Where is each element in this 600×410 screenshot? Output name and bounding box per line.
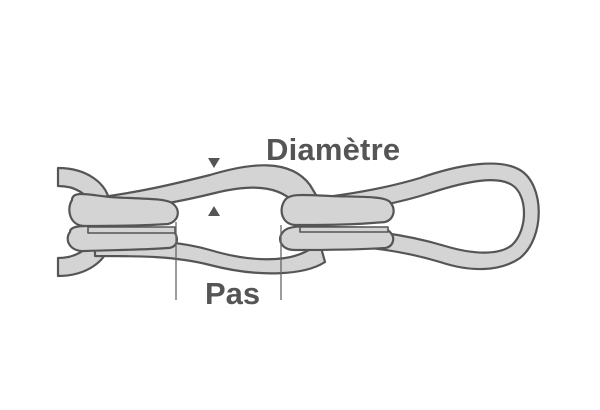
diameter-arrow-down-icon — [208, 158, 220, 168]
right-loop-top — [280, 193, 395, 227]
left-loop-inner — [87, 226, 176, 234]
diameter-label: Diamètre — [266, 132, 401, 167]
right-loop-inner — [299, 226, 389, 233]
pitch-label: Pas — [205, 276, 261, 311]
diameter-arrow-up-icon — [208, 206, 220, 216]
